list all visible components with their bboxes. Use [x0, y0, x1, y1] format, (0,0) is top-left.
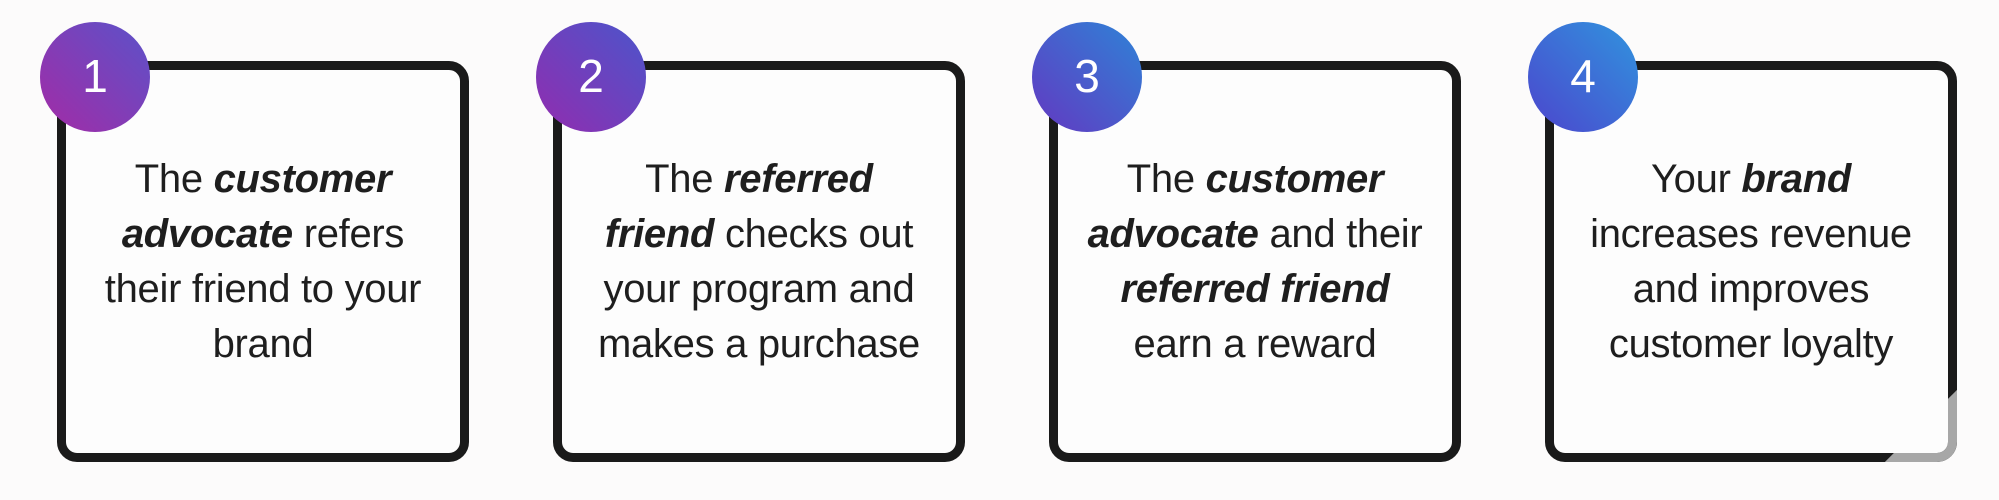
step-description: The customer advocate and their referred f…	[1058, 152, 1452, 372]
card-text-line: brand	[212, 321, 314, 366]
step-number: 2	[578, 50, 604, 102]
card-text-line: The referred	[645, 156, 873, 201]
step-number-badge: 1	[40, 22, 150, 132]
card-text-line: earn a reward	[1133, 321, 1377, 366]
card-text-line: The customer	[1126, 156, 1384, 201]
step-number-badge: 4	[1528, 22, 1638, 132]
watermark-artifact	[1885, 390, 1957, 462]
card-text-line: their friend to your	[104, 266, 422, 311]
step-description: The referred friend checks out your progra…	[562, 152, 956, 372]
step-number: 3	[1074, 50, 1100, 102]
step-number-badge: 3	[1032, 22, 1142, 132]
card-text-line: advocate refers	[121, 211, 405, 256]
step-card-2: 2 The referred friend checks out your prog…	[536, 22, 965, 462]
card-text-line: your program and	[603, 266, 915, 311]
step-card-3: 3 The customer advocate and their referred…	[1032, 22, 1461, 462]
card-text-line: The customer	[134, 156, 392, 201]
card-text-line: and improves	[1632, 266, 1870, 311]
step-card-4: 4 Your brand increases revenue and improve…	[1528, 22, 1957, 462]
card-text-line: makes a purchase	[597, 321, 921, 366]
step-number: 4	[1570, 50, 1596, 102]
card-text-line: customer loyalty	[1608, 321, 1894, 366]
card-text-line: Your brand	[1650, 156, 1852, 201]
card-text-line: friend checks out	[604, 211, 914, 256]
step-description: Your brand increases revenue and improves c…	[1554, 152, 1948, 372]
card-text-line: referred friend	[1120, 266, 1390, 311]
card-text-line: increases revenue	[1590, 211, 1912, 256]
step-number: 1	[82, 50, 108, 102]
step-number-badge: 2	[536, 22, 646, 132]
card-text-line: advocate and their	[1087, 211, 1423, 256]
step-description: The customer advocate refers their friend …	[66, 152, 460, 372]
step-card-1: 1 The customer advocate refers their frien…	[40, 22, 469, 462]
